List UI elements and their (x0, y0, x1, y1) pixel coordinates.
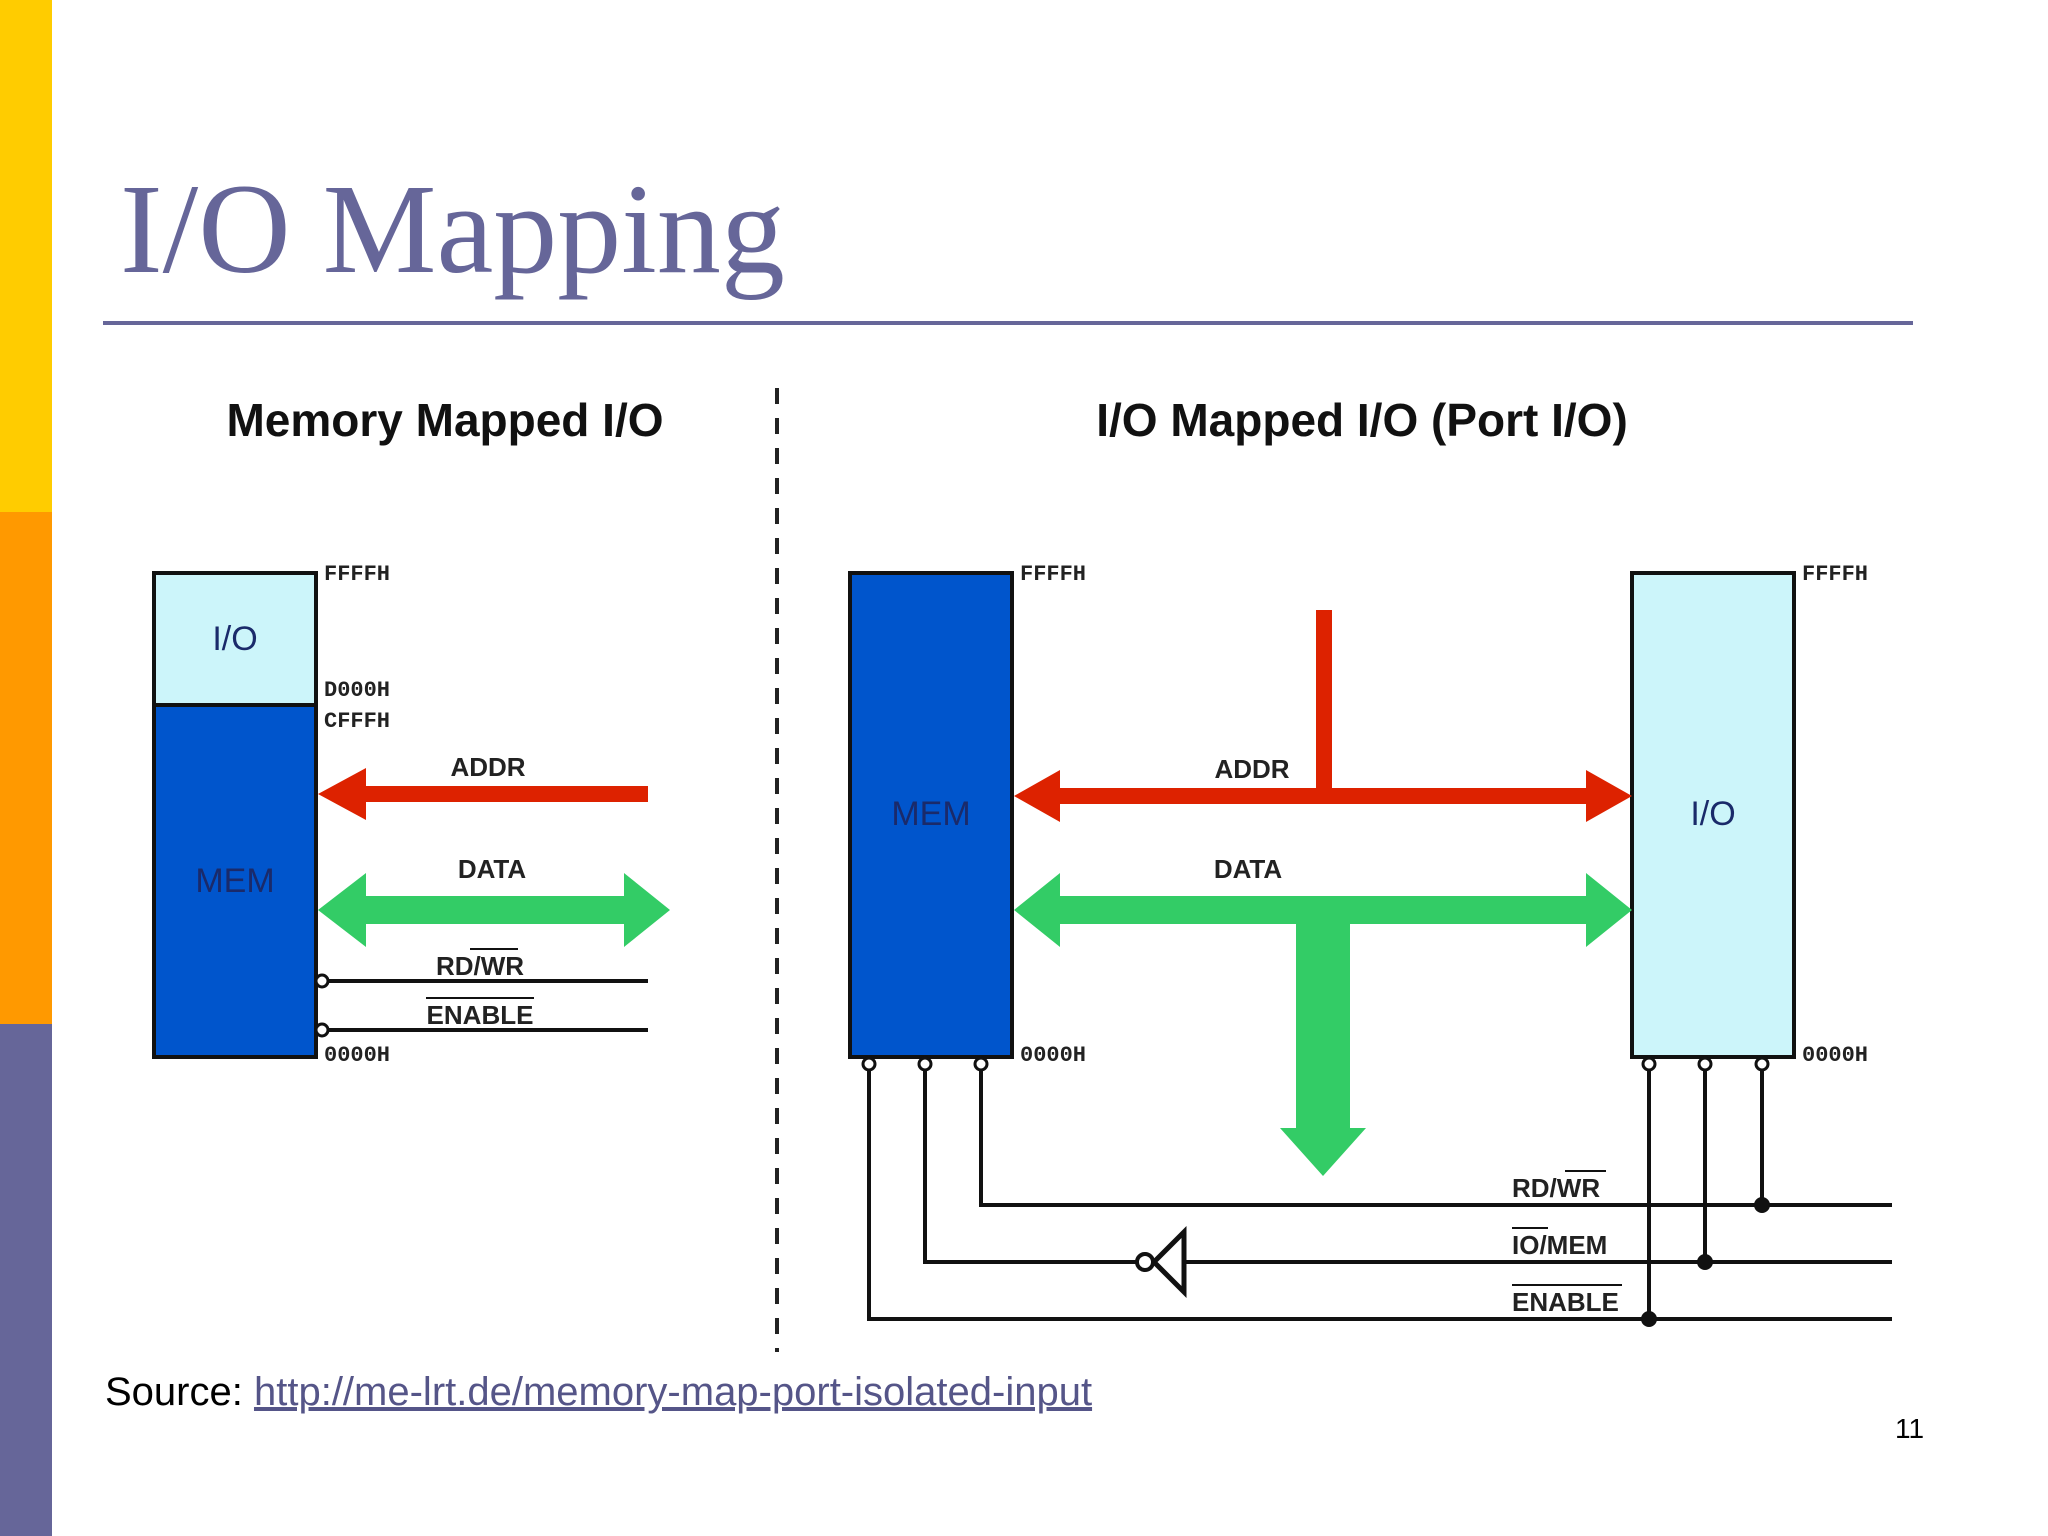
right-mem-block (848, 571, 1014, 1059)
left-addr-label: ADDR (450, 752, 525, 782)
right-enable-label: ENABLE (1512, 1287, 1619, 1317)
left-addr-top: FFFFH (324, 562, 390, 587)
right-addr-label: ADDR (1214, 754, 1289, 784)
left-data-bus (318, 873, 670, 947)
left-heading: Memory Mapped I/O (226, 394, 663, 446)
sidebar-yellow-band (0, 0, 52, 512)
left-addr-mem-end: CFFFH (324, 709, 390, 734)
right-mem-addr-top: FFFFH (1020, 562, 1086, 587)
right-io-block (1630, 571, 1796, 1059)
left-io-label: I/O (212, 620, 257, 658)
left-data-label: DATA (458, 854, 527, 884)
slide-title: I/O Mapping (120, 158, 785, 300)
left-mem-block (152, 703, 318, 1059)
left-addr-io-start: D000H (324, 678, 390, 703)
right-io-addr-bottom: 0000H (1802, 1043, 1868, 1068)
right-mem-label: MEM (891, 795, 970, 833)
right-mem-addr-bottom: 0000H (1020, 1043, 1086, 1068)
inverter-gate (1150, 1225, 1187, 1299)
sidebar-purple-band (0, 1024, 52, 1536)
left-addr-bus (318, 768, 648, 820)
right-io-addr-top: FFFFH (1802, 562, 1868, 587)
left-rdwr-label: RD/WR (436, 951, 524, 981)
right-addr-bus (1014, 610, 1632, 822)
left-enable-label: ENABLE (427, 1000, 534, 1030)
right-rdwr-label: RD/WR (1512, 1173, 1600, 1203)
sidebar-accent (0, 0, 52, 1536)
left-addr-bottom: 0000H (324, 1043, 390, 1068)
right-heading: I/O Mapped I/O (Port I/O) (1096, 394, 1628, 446)
right-iomem-label: IO/MEM (1512, 1230, 1607, 1260)
left-mem-label: MEM (195, 862, 274, 900)
right-data-bus (1014, 873, 1632, 1176)
page-number: 11 (1895, 1413, 1925, 1444)
source-citation: Source: http://me-lrt.de/memory-map-port… (105, 1370, 1092, 1415)
right-io-label: I/O (1690, 795, 1735, 833)
title-underline (103, 321, 1913, 325)
sidebar-orange-band (0, 512, 52, 1024)
source-label: Source: (105, 1370, 243, 1414)
right-data-label: DATA (1214, 854, 1283, 884)
source-link[interactable]: http://me-lrt.de/memory-map-port-isolate… (253, 1370, 1093, 1414)
left-io-block (152, 571, 318, 707)
